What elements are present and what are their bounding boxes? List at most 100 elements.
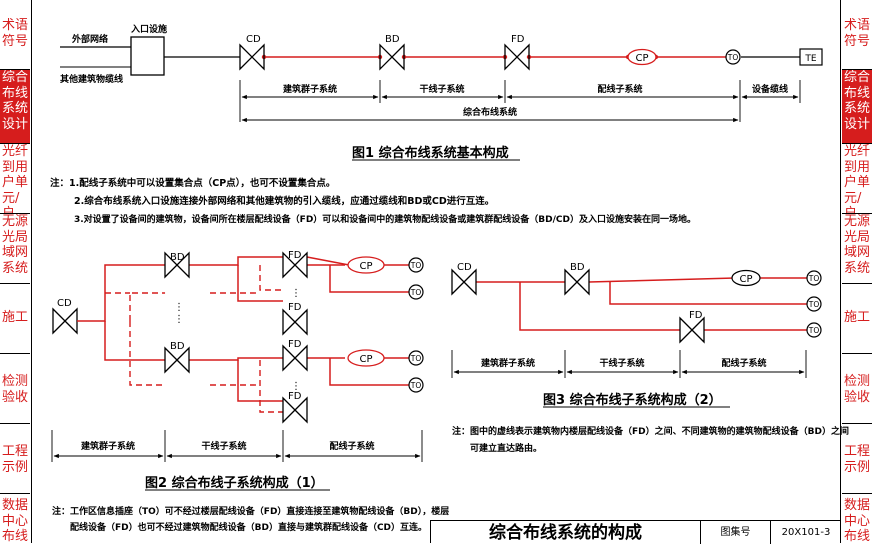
fig3-to-node-1 [806,270,822,286]
fig1-fd-node [504,44,530,70]
fig2-fd-label-4: FD [288,391,302,402]
fig2-cp-label-1: CP [359,261,372,272]
side-tab-terms-right[interactable]: 术语 符号 [842,18,872,70]
fig2-to-node-1 [408,257,424,273]
fig3-seg-campus: 建筑群子系统 [481,357,535,369]
fig3-cd-node [451,269,477,295]
fig2-bd-label-1: BD [170,252,185,263]
fig3-to-node-3 [806,322,822,338]
atlas-number-label: 图集号 [701,521,771,544]
fig3-bd-label: BD [570,262,585,273]
fig3-cp-node [731,269,761,287]
fig3-bd-node [564,269,590,295]
atlas-number: 20X101-3 [781,527,831,538]
fig1-te-node [799,48,823,66]
fig2-cp-node-1 [347,256,385,274]
fig2-cd-node [52,308,78,334]
fig1-title: 图1 综合布线系统基本构成 [352,146,509,161]
fig1-note-2: 2.综合布线系统入口设施连接外部网络和其他建筑物的引入缆线，应通过缆线和BD或C… [74,196,495,207]
fig1-seg-backbone: 干线子系统 [419,83,464,95]
fig1-bd-label: BD [385,34,400,45]
fig3-note-1: 注：图中的虚线表示建筑物内楼层配线设备（FD）之间、不同建筑物的建筑物配线设备（… [452,427,849,437]
fig1-cd-label: CD [246,34,261,45]
fig1-cd-node [239,44,265,70]
figure-3: CD BD FD CP TO TO TO 建筑群子系统 干线子系统 配线子系统 [451,262,822,378]
fig3-cp-label: CP [739,274,752,285]
figure-2: CD BD [51,250,424,462]
fig2-to-label-4: TO [410,381,422,390]
fig1-note-3: 3.对设置了设备间的建筑物，设备间所在楼层配线设备（FD）可以和设备间中的建筑物… [74,215,696,225]
side-tab-pon-right[interactable]: 无源 光局 域网 系统 [842,214,872,284]
fig1-seg-equipment: 设备缆线 [752,83,788,95]
fig2-to-node-3 [408,350,424,366]
side-tab-examples[interactable]: 工程 示例 [0,424,30,494]
fig1-entrance-label: 入口设施 [130,23,167,35]
fig3-fd-label: FD [689,310,703,321]
right-side-tabs: 术语 符号 综合 布线 系统 设计 光纤 到用 户单 元/户 无源 光局 域网 … [842,0,872,544]
side-tab-construction-right[interactable]: 施工 [842,284,872,354]
fig2-cp-node-2 [347,349,385,367]
side-tab-inspection[interactable]: 检测 验收 [0,354,30,424]
fig2-fd-label-2: FD [288,302,302,313]
fig2-to-node-4 [408,377,424,393]
fig2-to-label-2: TO [410,288,422,297]
side-tab-design-right[interactable]: 综合 布线 系统 设计 [842,70,872,144]
fig2-seg-campus: 建筑群子系统 [81,440,135,452]
fig3-note-2: 可建立直达路由。 [470,444,543,454]
sheet-title: 综合布线系统的构成 [431,521,701,544]
svg-text:⋮: ⋮ [291,381,301,392]
side-tab-inspection-right[interactable]: 检测 验收 [842,354,872,424]
fig2-fd-node-2 [282,309,308,335]
fig1-te-label: TE [804,54,816,64]
fig2-cd-label: CD [57,298,72,309]
drawing-frame [31,0,841,543]
fig1-seg-horizontal: 配线子系统 [597,83,642,95]
fig1-seg-campus: 建筑群子系统 [283,83,337,95]
fig3-to-label-2: TO [808,300,820,309]
fig2-to-node-2 [408,284,424,300]
fig2-bd-label-2: BD [170,341,185,352]
fig3-to-label-1: TO [808,274,820,283]
fig1-to-label: TO [727,53,739,62]
side-tab-fttx-right[interactable]: 光纤 到用 户单 元/户 [842,144,872,214]
fig1-seg-total: 综合布线系统 [463,106,517,118]
fig1-other-cable-label: 其他建筑物缆线 [60,73,123,85]
fig2-to-label-1: TO [410,261,422,270]
fig2-fd-label-3: FD [288,339,302,350]
fig2-fd-label-1: FD [288,250,302,261]
figure-1: 外部网络 其他建筑物缆线 入口设施 CD BD FD CP TO TE [60,23,823,123]
left-side-tabs: 术语 符号 综合 布线 系统 设计 光纤 到用 户单 元/户 无源 光局 域网 … [0,0,30,544]
side-tab-datacenter-right[interactable]: 数据 中心 布线 [844,498,871,544]
fig2-to-label-3: TO [410,354,422,363]
svg-text:⋮: ⋮ [291,288,301,299]
fig2-note-1: 注：工作区信息插座（TO）可不经过楼层配线设备（FD）直接连接至建筑物配线设备（… [52,507,450,517]
fig2-seg-backbone: 干线子系统 [201,440,246,452]
fig2-note-2: 配线设备（FD）也可不经过建筑物配线设备（BD）直接与建筑群配线设备（CD）互连… [70,523,428,533]
fig1-ext-network-label: 外部网络 [71,33,108,45]
title-block: 综合布线系统的构成 图集号 20X101-3 [430,520,840,544]
side-tab-fttx[interactable]: 光纤 到用 户单 元/户 [0,144,30,214]
fig3-to-label-3: TO [808,326,820,335]
side-tab-examples-right[interactable]: 工程 示例 [842,424,872,494]
fig1-entrance-box [130,36,165,76]
svg-text:⋮: ⋮ [174,314,184,325]
fig3-seg-backbone: 干线子系统 [599,357,644,369]
fig3-title: 图3 综合布线子系统构成（2） [543,393,722,408]
fig2-title: 图2 综合布线子系统构成（1） [145,476,324,491]
side-tab-datacenter[interactable]: 数据 中心 布线 [2,498,29,544]
fig2-seg-horizontal: 配线子系统 [329,440,374,452]
side-tab-pon[interactable]: 无源 光局 域网 系统 [0,214,30,284]
fig2-cp-label-2: CP [359,354,372,365]
side-tab-design[interactable]: 综合 布线 系统 设计 [0,70,30,144]
side-tab-terms[interactable]: 术语 符号 [0,18,30,70]
fig2-bd-dots: ⋮ [174,302,184,313]
fig1-to-node [725,49,741,65]
fig1-cp-label: CP [635,53,648,64]
fig3-fd-node [679,317,705,343]
fig3-cd-label: CD [457,262,472,273]
fig3-seg-horizontal: 配线子系统 [721,357,766,369]
fig1-note-1: 注：1.配线子系统中可以设置集合点（CP点），也可不设置集合点。 [50,178,336,189]
side-tab-construction[interactable]: 施工 [0,284,30,354]
fig1-cp-node [627,48,657,66]
